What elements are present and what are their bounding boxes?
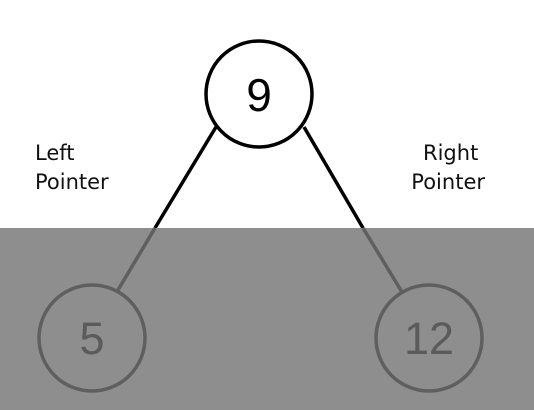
right-pointer-label-line1: Right bbox=[423, 141, 478, 165]
left-edge-bottom bbox=[116, 227, 157, 291]
gray-overlay bbox=[0, 228, 534, 410]
right-child-node: 12 bbox=[374, 283, 484, 393]
right-edge-bottom bbox=[361, 227, 404, 293]
right-child-node-value: 12 bbox=[404, 313, 454, 364]
left-child-node: 5 bbox=[37, 283, 147, 393]
left-child-node-value: 5 bbox=[79, 313, 104, 364]
left-edge-top bbox=[153, 126, 218, 229]
root-node-value: 9 bbox=[246, 69, 272, 121]
left-pointer-label-line1: Left bbox=[35, 141, 75, 165]
root-node-circle bbox=[204, 39, 314, 149]
left-child-node-circle bbox=[37, 283, 147, 393]
root-node: 9 bbox=[204, 39, 314, 149]
right-edge-top bbox=[302, 126, 365, 229]
right-child-node-circle bbox=[374, 283, 484, 393]
right-pointer-label-line2: Pointer bbox=[411, 170, 485, 194]
left-pointer-label: Left Pointer bbox=[35, 141, 109, 194]
right-pointer-label: Right Pointer bbox=[411, 141, 485, 194]
left-pointer-label-line2: Pointer bbox=[35, 170, 109, 194]
